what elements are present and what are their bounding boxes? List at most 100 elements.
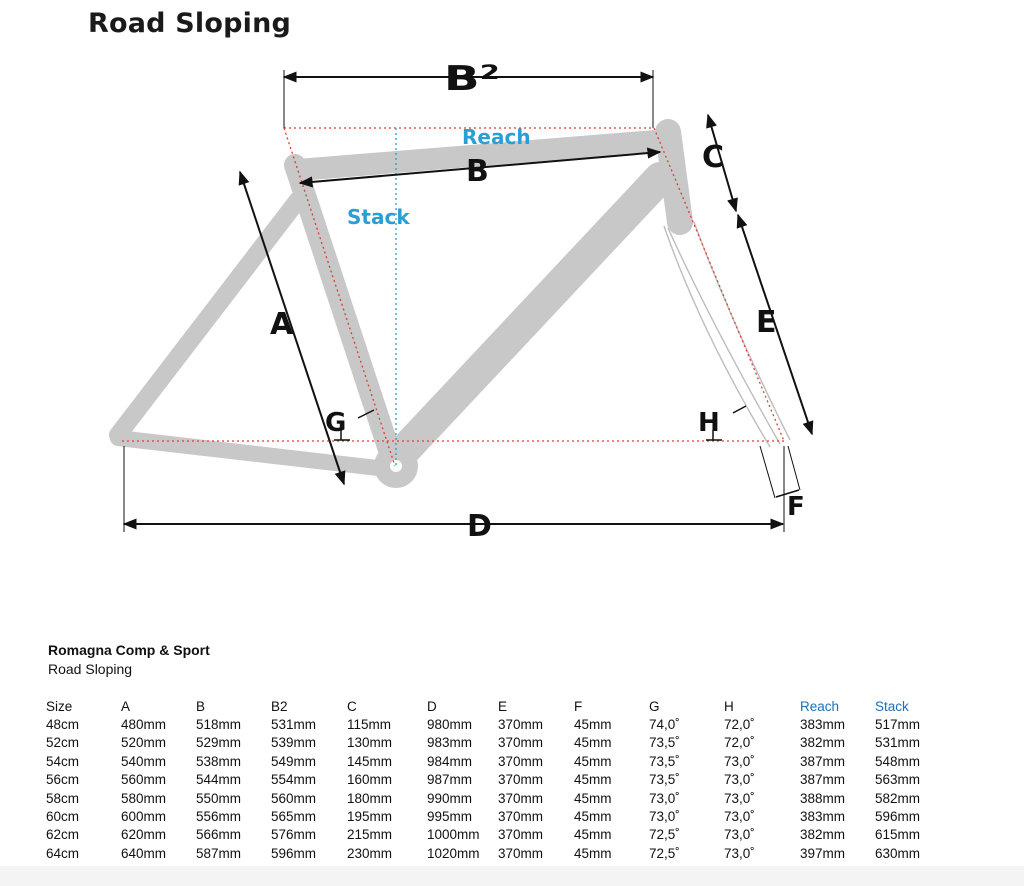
chain-stay <box>110 430 403 478</box>
table-cell: 230mm <box>347 845 393 861</box>
table-cell: 45mm <box>574 790 612 806</box>
table-cell: 45mm <box>574 717 612 733</box>
table-cell: 370mm <box>498 809 544 825</box>
label-h: H <box>698 408 720 438</box>
table-cell: 383mm <box>800 717 846 733</box>
table-cell: 566mm <box>196 827 242 843</box>
bike-frame <box>109 119 693 488</box>
table-cell: 73,0˚ <box>649 790 680 806</box>
down-tube <box>384 162 676 471</box>
table-cell: 383mm <box>800 809 846 825</box>
dim-g-arc <box>357 409 375 419</box>
table-cell: 145mm <box>347 753 393 769</box>
label-a: A <box>270 307 294 342</box>
table-cell: 580mm <box>121 790 167 806</box>
table-cell: 983mm <box>427 735 473 751</box>
table-cell: 370mm <box>498 717 544 733</box>
table-cell: 582mm <box>875 790 921 806</box>
table-cell: 995mm <box>427 809 473 825</box>
label-d: D <box>467 509 492 544</box>
table-cell: 74,0˚ <box>649 717 680 733</box>
model-name: Romagna Comp & Sport <box>48 642 210 658</box>
table-cell: 388mm <box>800 790 846 806</box>
table-cell: 73,0˚ <box>724 772 755 788</box>
seat-tube-axis <box>283 127 396 467</box>
table-cell: 587mm <box>196 845 242 861</box>
table-cell: 560mm <box>271 790 317 806</box>
table-cell: 517mm <box>875 717 921 733</box>
column-header: A <box>121 698 131 714</box>
column-header: E <box>498 698 508 714</box>
table-cell: 73,0˚ <box>649 809 680 825</box>
table-cell: 529mm <box>196 735 242 751</box>
table-cell: 72,0˚ <box>724 717 755 733</box>
label-g: G <box>325 408 346 438</box>
table-cell: 615mm <box>875 827 921 843</box>
page-title: Road Sloping <box>88 8 292 39</box>
table-cell: 549mm <box>271 753 317 769</box>
frame-geometry-diagram: B² Reach B Stack C E A G H D F <box>109 59 814 544</box>
table-cell: 58cm <box>46 790 80 806</box>
table-cell: 180mm <box>347 790 393 806</box>
table-cell: 45mm <box>574 735 612 751</box>
column-header: H <box>724 698 734 714</box>
table-cell: 56cm <box>46 772 80 788</box>
table-cell: 45mm <box>574 772 612 788</box>
table-cell: 531mm <box>271 717 317 733</box>
column-header: C <box>347 698 357 714</box>
table-cell: 48cm <box>46 717 80 733</box>
table-cell: 382mm <box>800 827 846 843</box>
dimension-labels: B² Reach B Stack C E A G H D F <box>270 59 805 544</box>
head-tube-axis <box>653 127 785 442</box>
label-stack: Stack <box>347 205 410 229</box>
table-cell: 554mm <box>271 772 317 788</box>
table-cell: 115mm <box>347 717 392 733</box>
table-cell: 73,5˚ <box>649 735 680 751</box>
column-header: B <box>196 698 206 714</box>
table-cell: 387mm <box>800 753 846 769</box>
table-cell: 195mm <box>347 809 393 825</box>
bottom-bracket-hole <box>390 460 402 472</box>
table-cell: 538mm <box>196 753 242 769</box>
table-cell: 620mm <box>121 827 167 843</box>
table-cell: 72,5˚ <box>649 845 680 861</box>
table-cell: 45mm <box>574 809 612 825</box>
dim-f-line <box>759 445 776 499</box>
table-cell: 370mm <box>498 790 544 806</box>
table-cell: 73,0˚ <box>724 753 755 769</box>
dim-c-line <box>706 113 738 213</box>
table-cell: 73,0˚ <box>724 790 755 806</box>
table-cell: 382mm <box>800 735 846 751</box>
label-e: E <box>756 305 777 340</box>
dim-h-arc <box>732 405 747 414</box>
table-cell: 576mm <box>271 827 317 843</box>
table-cell: 73,0˚ <box>724 809 755 825</box>
table-cell: 480mm <box>121 717 167 733</box>
table-cell: 52cm <box>46 735 80 751</box>
table-cell: 397mm <box>800 845 846 861</box>
table-cell: 215mm <box>347 827 393 843</box>
table-cell: 565mm <box>271 809 317 825</box>
table-cell: 45mm <box>574 753 612 769</box>
table-cell: 370mm <box>498 753 544 769</box>
table-cell: 387mm <box>800 772 846 788</box>
table-cell: 984mm <box>427 753 473 769</box>
column-header: G <box>649 698 660 714</box>
table-cell: 596mm <box>271 845 317 861</box>
column-header: Stack <box>875 698 909 714</box>
column-header: F <box>574 698 583 714</box>
dim-b-line <box>298 147 662 188</box>
table-cell: 990mm <box>427 790 473 806</box>
table-cell: 563mm <box>875 772 921 788</box>
table-cell: 73,0˚ <box>724 827 755 843</box>
table-cell: 45mm <box>574 827 612 843</box>
table-cell: 539mm <box>271 735 317 751</box>
table-cell: 550mm <box>196 790 242 806</box>
